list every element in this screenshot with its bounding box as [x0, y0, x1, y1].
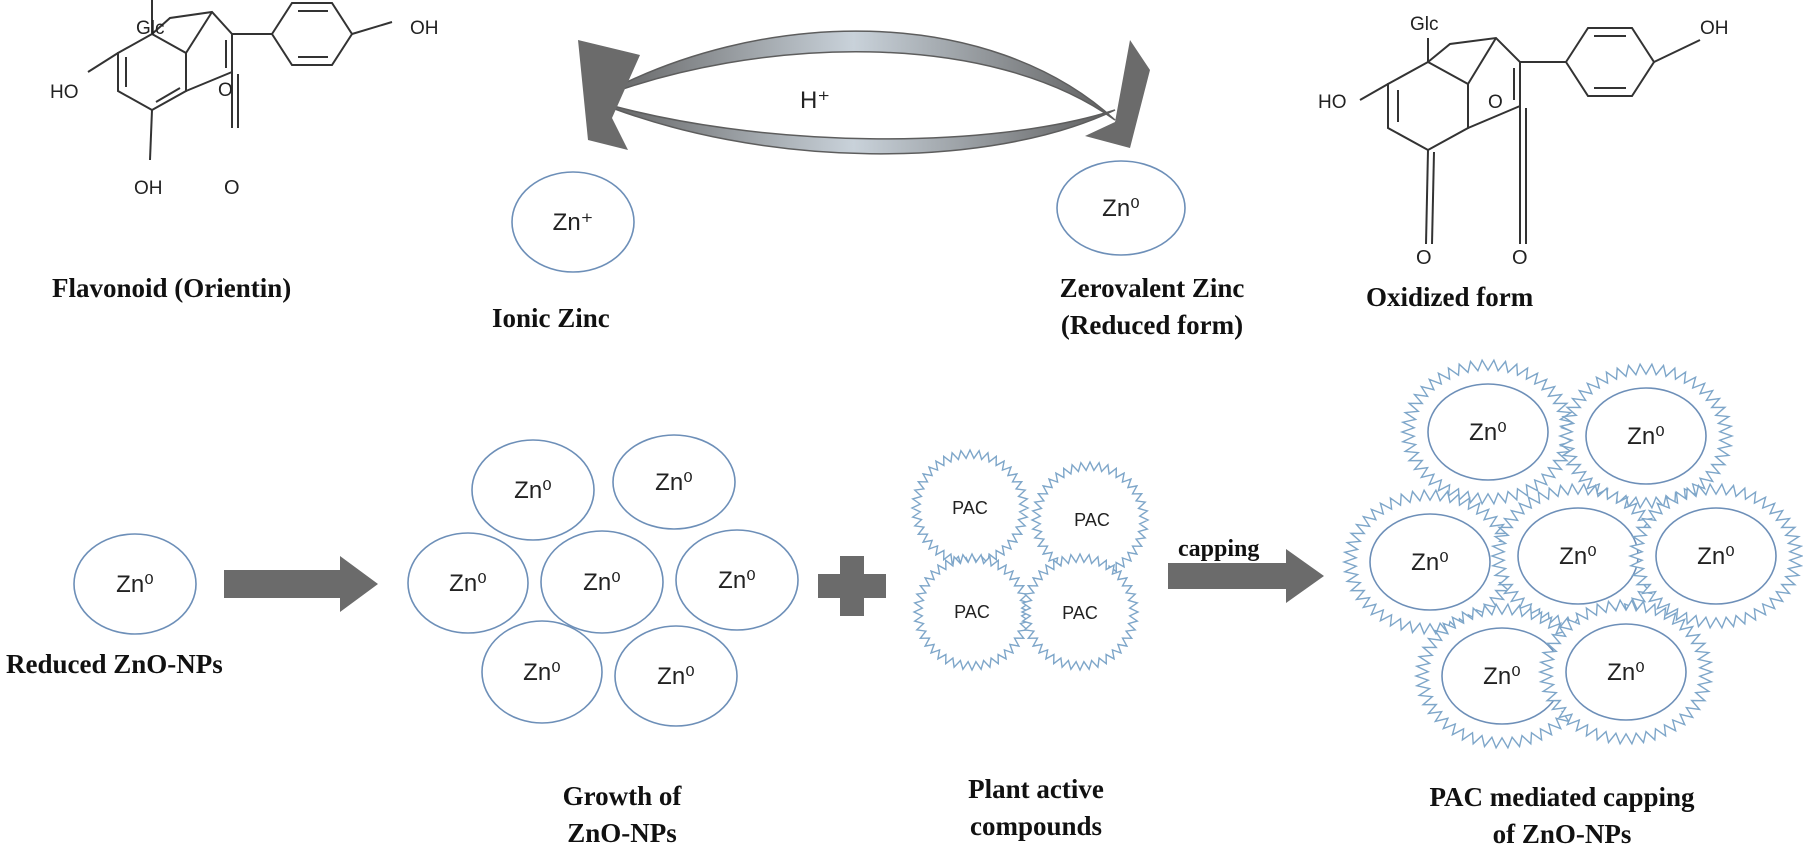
- capped-np-4: [1489, 482, 1667, 630]
- capped-caption-line1: PAC mediated capping: [1429, 782, 1695, 812]
- pac-caption-line1: Plant active: [968, 774, 1104, 804]
- capped-caption-line2: of ZnO-NPs: [1493, 819, 1632, 849]
- glc-label: Glc: [136, 18, 165, 39]
- capped-np-1: [1399, 358, 1577, 506]
- ox-o-right-label: O: [1512, 247, 1528, 269]
- flavonoid-structure: [87, 0, 393, 161]
- capped-zn-7: Zn⁰: [1607, 659, 1645, 686]
- growth-oval-1: [471, 439, 595, 541]
- capping-label: capping: [1178, 536, 1259, 562]
- capped-np-6: [1413, 602, 1591, 750]
- oh-bottom-label: OH: [134, 178, 163, 199]
- capped-np-3: [1341, 488, 1519, 636]
- reduced-np-caption: Reduced ZnO-NPs: [6, 649, 223, 679]
- growth-oval-2: [612, 434, 736, 530]
- pac-circle-3: [912, 552, 1032, 672]
- growth-oval-7: [614, 625, 738, 727]
- growth-caption-line1: Growth of: [563, 781, 683, 811]
- zerovalent-caption-line1: Zerovalent Zinc: [1060, 273, 1245, 303]
- proton-label: H⁺: [800, 87, 830, 114]
- growth-zn-2: Zn⁰: [655, 469, 693, 496]
- oxidized-structure: [1359, 27, 1701, 245]
- redox-arc: [578, 30, 1150, 155]
- o-carbonyl-label: O: [224, 177, 240, 199]
- pac-label-3: PAC: [954, 602, 990, 622]
- ox-o-ring-label: O: [1488, 92, 1503, 113]
- zerovalent-caption-line2: (Reduced form): [1061, 310, 1243, 340]
- reduced-np-oval: [73, 533, 197, 635]
- growth-oval-4: [540, 530, 664, 634]
- pac-group: [910, 448, 1150, 672]
- growth-oval-5: [675, 529, 799, 631]
- capped-zn-3: Zn⁰: [1411, 549, 1449, 576]
- growth-zn-7: Zn⁰: [657, 663, 695, 690]
- oxidized-caption: Oxidized form: [1366, 282, 1534, 312]
- ox-oh-top-label: OH: [1700, 18, 1729, 39]
- capped-group: [1341, 358, 1803, 750]
- ho-label: HO: [50, 82, 79, 103]
- pac-label-1: PAC: [952, 498, 988, 518]
- ox-o-left-label: O: [1416, 247, 1432, 269]
- capped-zn-2: Zn⁰: [1627, 423, 1665, 450]
- growth-zn-5: Zn⁰: [718, 567, 756, 594]
- pac-circle-4: [1020, 552, 1140, 672]
- zn-ion-oval: [511, 171, 635, 273]
- ox-glc-label: Glc: [1410, 14, 1439, 35]
- growth-cluster: [407, 434, 799, 727]
- o-ring-label: O: [218, 80, 233, 101]
- pac-label-2: PAC: [1074, 510, 1110, 530]
- pac-label-4: PAC: [1062, 603, 1098, 623]
- pac-caption-line2: compounds: [970, 811, 1102, 841]
- capped-np-2: [1557, 362, 1735, 510]
- growth-caption-line2: ZnO-NPs: [567, 818, 677, 848]
- growth-zn-6: Zn⁰: [523, 659, 561, 686]
- ionic-zinc-caption: Ionic Zinc: [492, 303, 610, 333]
- zn-ion-label: Zn⁺: [553, 209, 594, 236]
- capped-zn-5: Zn⁰: [1697, 543, 1735, 570]
- growth-oval-6: [481, 620, 603, 724]
- capping-arrow: [1168, 549, 1324, 603]
- capped-zn-6: Zn⁰: [1483, 663, 1521, 690]
- capped-np-5: [1627, 482, 1803, 630]
- zn-zero-oval: [1056, 160, 1186, 256]
- growth-zn-4: Zn⁰: [583, 569, 621, 596]
- growth-zn-3: Zn⁰: [449, 570, 487, 597]
- pac-circle-2: [1030, 460, 1150, 580]
- capped-zn-4: Zn⁰: [1559, 543, 1597, 570]
- growth-arrow: [224, 556, 378, 612]
- capped-zn-1: Zn⁰: [1469, 419, 1507, 446]
- ox-ho-label: HO: [1318, 92, 1347, 113]
- zn-zero-label: Zn⁰: [1102, 195, 1140, 222]
- growth-zn-1: Zn⁰: [514, 477, 552, 504]
- reduced-np-zn-label: Zn⁰: [116, 571, 154, 598]
- capped-np-7: [1537, 598, 1715, 746]
- pac-circle-1: [910, 448, 1030, 568]
- growth-oval-3: [407, 532, 529, 634]
- oh-top-label: OH: [410, 18, 439, 39]
- plus-icon: [818, 556, 886, 616]
- flavonoid-caption: Flavonoid (Orientin): [52, 273, 291, 303]
